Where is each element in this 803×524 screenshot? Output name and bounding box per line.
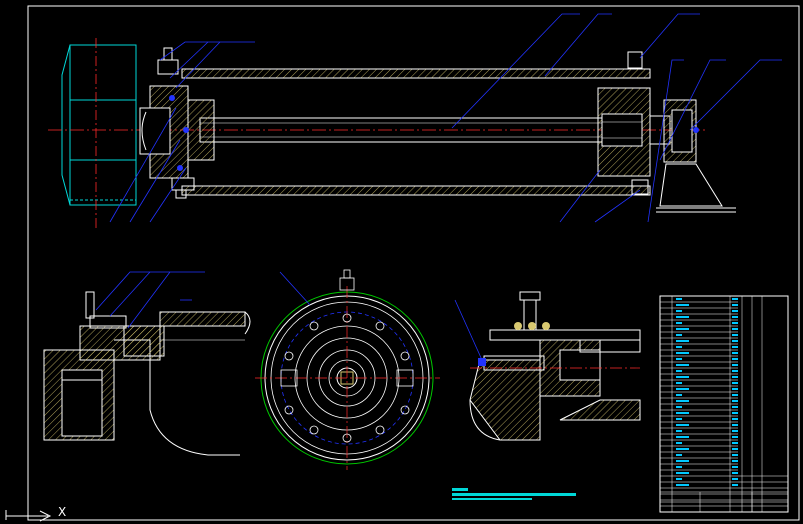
table-cell-text xyxy=(676,388,689,390)
table-cell-text xyxy=(732,382,738,384)
table-cell-text xyxy=(732,424,738,426)
table-cell-text xyxy=(676,352,689,354)
table-cell-text xyxy=(676,304,689,306)
table-cell-text xyxy=(732,442,738,444)
table-cell-text xyxy=(732,358,738,360)
detail-view-left xyxy=(43,271,251,456)
detail-view-right xyxy=(454,291,641,441)
table-cell-text xyxy=(676,430,682,432)
table-cell-text xyxy=(676,328,689,330)
circular-section-view xyxy=(255,269,440,470)
table-cell-text xyxy=(732,400,738,402)
table-cell-text xyxy=(732,364,738,366)
roller-shell-top-wall xyxy=(181,68,651,79)
drawing-border xyxy=(27,5,800,521)
table-cell-text xyxy=(676,478,682,480)
table-cell-text xyxy=(676,322,682,324)
table-cell-text xyxy=(676,436,689,438)
table-cell-text xyxy=(732,328,738,330)
parts-list-table xyxy=(659,295,789,513)
ucs-axis-x-label: X xyxy=(58,505,67,519)
table-cell-text xyxy=(732,310,738,312)
table-cell-text xyxy=(732,304,738,306)
table-cell-text xyxy=(676,394,682,396)
table-cell-text xyxy=(732,346,738,348)
table-cell-text xyxy=(676,460,689,462)
table-cell-text xyxy=(676,346,682,348)
table-cell-text xyxy=(676,454,682,456)
table-cell-text xyxy=(676,442,682,444)
roller-shell-bottom-wall xyxy=(181,185,651,196)
table-cell-text xyxy=(732,316,738,318)
table-cell-text xyxy=(732,448,738,450)
table-cell-text xyxy=(732,340,738,342)
table-cell-text xyxy=(732,406,738,408)
table-cell-text xyxy=(732,484,738,486)
left-end-hub xyxy=(139,47,215,199)
table-cell-text xyxy=(732,352,738,354)
table-cell-text xyxy=(676,418,682,420)
motor-outline xyxy=(61,44,137,206)
table-cell-text xyxy=(676,424,689,426)
table-cell-text xyxy=(676,340,689,342)
table-cell-text xyxy=(676,466,682,468)
table-cell-text xyxy=(732,370,738,372)
table-cell-text xyxy=(732,472,738,474)
table-cell-text xyxy=(732,436,738,438)
table-cell-text xyxy=(676,298,682,300)
roller-assembly-view xyxy=(48,13,782,228)
table-cell-text xyxy=(676,364,689,366)
table-cell-text xyxy=(732,376,738,378)
table-cell-text xyxy=(732,430,738,432)
table-cell-text xyxy=(732,394,738,396)
table-cell-text xyxy=(676,484,689,486)
table-cell-text xyxy=(676,334,682,336)
table-cell-text xyxy=(676,472,689,474)
table-cell-text xyxy=(732,412,738,414)
table-cell-text xyxy=(676,448,689,450)
right-end-hub xyxy=(597,51,736,213)
table-cell-text xyxy=(676,310,682,312)
table-cell-text xyxy=(732,334,738,336)
table-cell-text xyxy=(676,382,682,384)
table-cell-text xyxy=(732,418,738,420)
technical-notes xyxy=(452,488,576,500)
table-cell-text xyxy=(732,460,738,462)
table-cell-text xyxy=(732,298,738,300)
table-cell-text xyxy=(676,370,682,372)
table-cell-text xyxy=(676,406,682,408)
table-cell-text xyxy=(732,322,738,324)
table-cell-text xyxy=(676,358,682,360)
table-cell-text xyxy=(676,376,689,378)
leader-lines-top xyxy=(109,13,782,223)
table-cell-text xyxy=(732,454,738,456)
ucs-axis-icon xyxy=(5,510,52,522)
table-cell-text xyxy=(676,412,689,414)
table-cell-text xyxy=(732,388,738,390)
table-cell-text xyxy=(732,466,738,468)
table-cell-text xyxy=(732,478,738,480)
table-cell-text xyxy=(676,316,689,318)
table-cell-text xyxy=(676,400,689,402)
